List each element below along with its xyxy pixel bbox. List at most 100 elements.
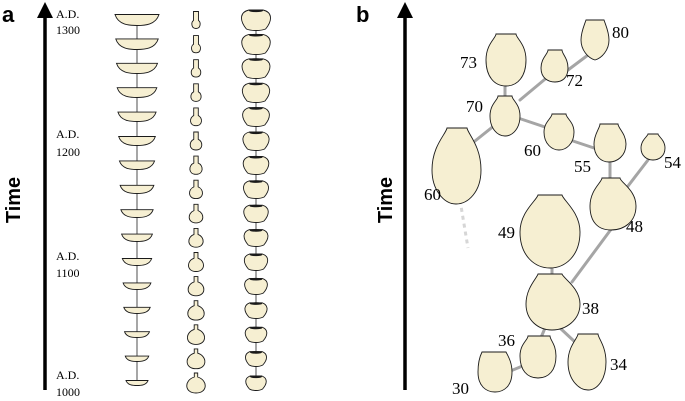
panel-a-letter: a bbox=[2, 2, 15, 27]
bowl-1 bbox=[114, 14, 160, 26]
bowl-4 bbox=[116, 87, 158, 98]
svg-text:1000: 1000 bbox=[56, 385, 80, 399]
pot-36 bbox=[519, 335, 557, 379]
svg-text:A.D.: A.D. bbox=[56, 127, 79, 141]
bottle-11 bbox=[188, 252, 204, 272]
node-label-60-left: 60 bbox=[424, 185, 441, 204]
bowl-10 bbox=[120, 233, 154, 242]
svg-text:1200: 1200 bbox=[56, 145, 80, 159]
era-label-1100: A.D. 1100 bbox=[56, 249, 80, 280]
panel-b-time-label: Time bbox=[375, 177, 397, 223]
bowl-8 bbox=[119, 184, 155, 194]
era-label-1200: A.D. 1200 bbox=[56, 127, 80, 159]
bottle-8 bbox=[189, 179, 203, 200]
jar-9 bbox=[243, 204, 269, 223]
jar-rim-3 bbox=[249, 58, 263, 61]
phylogeny-pots bbox=[431, 19, 666, 393]
jar-16 bbox=[245, 375, 267, 391]
pot-30 bbox=[477, 351, 513, 393]
jar-12 bbox=[244, 277, 268, 295]
jar-rim-11 bbox=[249, 253, 263, 257]
svg-text:1300: 1300 bbox=[56, 23, 80, 37]
jar-rim-5 bbox=[249, 107, 263, 110]
pot-72 bbox=[540, 49, 569, 83]
bowl-6 bbox=[118, 136, 156, 146]
jar-13 bbox=[244, 302, 268, 319]
jar-rim-12 bbox=[249, 277, 263, 281]
bowl-15 bbox=[124, 355, 150, 362]
jar-10 bbox=[243, 229, 269, 247]
jar-rim-9 bbox=[249, 204, 263, 208]
panel-a-time-label: Time bbox=[3, 177, 25, 223]
pot-60-left bbox=[431, 127, 482, 205]
jar-rim-1 bbox=[249, 9, 263, 13]
phylogeny-labels: 80 73 72 70 60 60 55 54 49 48 38 36 34 3… bbox=[424, 23, 682, 398]
node-label-38: 38 bbox=[582, 299, 599, 318]
bottle-column bbox=[186, 11, 206, 394]
jar-4 bbox=[241, 82, 271, 103]
edge-38-34 bbox=[558, 326, 577, 344]
jar-15 bbox=[245, 351, 267, 367]
svg-text:A.D.: A.D. bbox=[56, 7, 79, 21]
panel-b-letter: b bbox=[356, 2, 369, 27]
jar-rim-4 bbox=[249, 82, 263, 86]
bowl-11 bbox=[121, 258, 153, 266]
jar-14 bbox=[244, 326, 268, 343]
bottle-2 bbox=[191, 35, 201, 54]
jar-8 bbox=[243, 180, 269, 199]
node-label-72: 72 bbox=[566, 71, 583, 90]
panel-b: b Time bbox=[356, 2, 682, 398]
bottle-16 bbox=[186, 372, 206, 394]
jar-5 bbox=[242, 107, 270, 127]
pot-49 bbox=[519, 194, 581, 269]
jar-6 bbox=[242, 131, 270, 151]
pot-80 bbox=[580, 19, 610, 61]
bowl-2 bbox=[115, 38, 159, 50]
pot-34 bbox=[567, 333, 607, 391]
node-label-36: 36 bbox=[498, 331, 515, 350]
svg-text:A.D.: A.D. bbox=[56, 249, 79, 263]
bottle-1 bbox=[191, 11, 201, 29]
era-label-1000: A.D. 1000 bbox=[56, 368, 80, 399]
edge-48-38 bbox=[570, 226, 614, 284]
jar-rim-2 bbox=[249, 33, 263, 37]
jar-rim-7 bbox=[249, 155, 263, 159]
era-label-1300: A.D. 1300 bbox=[56, 7, 80, 37]
jar-column bbox=[241, 9, 271, 391]
bottle-3 bbox=[190, 59, 202, 78]
node-label-30: 30 bbox=[452, 379, 469, 398]
bottle-7 bbox=[189, 155, 203, 175]
jar-rim-10 bbox=[249, 229, 263, 232]
edge-72-80 bbox=[566, 53, 590, 72]
bottle-15 bbox=[186, 348, 206, 370]
jar-rim-6 bbox=[249, 131, 263, 135]
bottle-6 bbox=[189, 131, 203, 151]
node-label-55: 55 bbox=[574, 157, 591, 176]
svg-text:1100: 1100 bbox=[56, 266, 80, 280]
bottle-5 bbox=[190, 107, 202, 127]
bowl-9 bbox=[120, 209, 154, 218]
jar-rim-13 bbox=[249, 302, 263, 305]
node-label-49: 49 bbox=[498, 223, 515, 242]
pot-54 bbox=[640, 133, 666, 161]
panel-a: a Time A.D. 1300 A.D. 1200 A.D. 1100 A.D… bbox=[2, 2, 271, 399]
bottle-12 bbox=[187, 276, 205, 297]
jar-rim-14 bbox=[249, 326, 263, 330]
node-label-70: 70 bbox=[466, 97, 483, 116]
edge-48-54 bbox=[623, 158, 650, 192]
node-label-48: 48 bbox=[626, 217, 643, 236]
bowl-column bbox=[114, 14, 160, 386]
bowl-16 bbox=[125, 380, 149, 386]
panel-a-arrowhead bbox=[37, 2, 53, 18]
node-label-60-right: 60 bbox=[524, 141, 541, 160]
bowl-5 bbox=[117, 111, 157, 122]
bowl-13 bbox=[123, 306, 151, 314]
node-label-34: 34 bbox=[610, 355, 628, 374]
bottle-4 bbox=[190, 83, 202, 102]
jar-rim-15 bbox=[249, 351, 263, 354]
jar-11 bbox=[243, 253, 269, 271]
pot-73 bbox=[485, 33, 527, 87]
edge-70-72 bbox=[518, 73, 552, 102]
